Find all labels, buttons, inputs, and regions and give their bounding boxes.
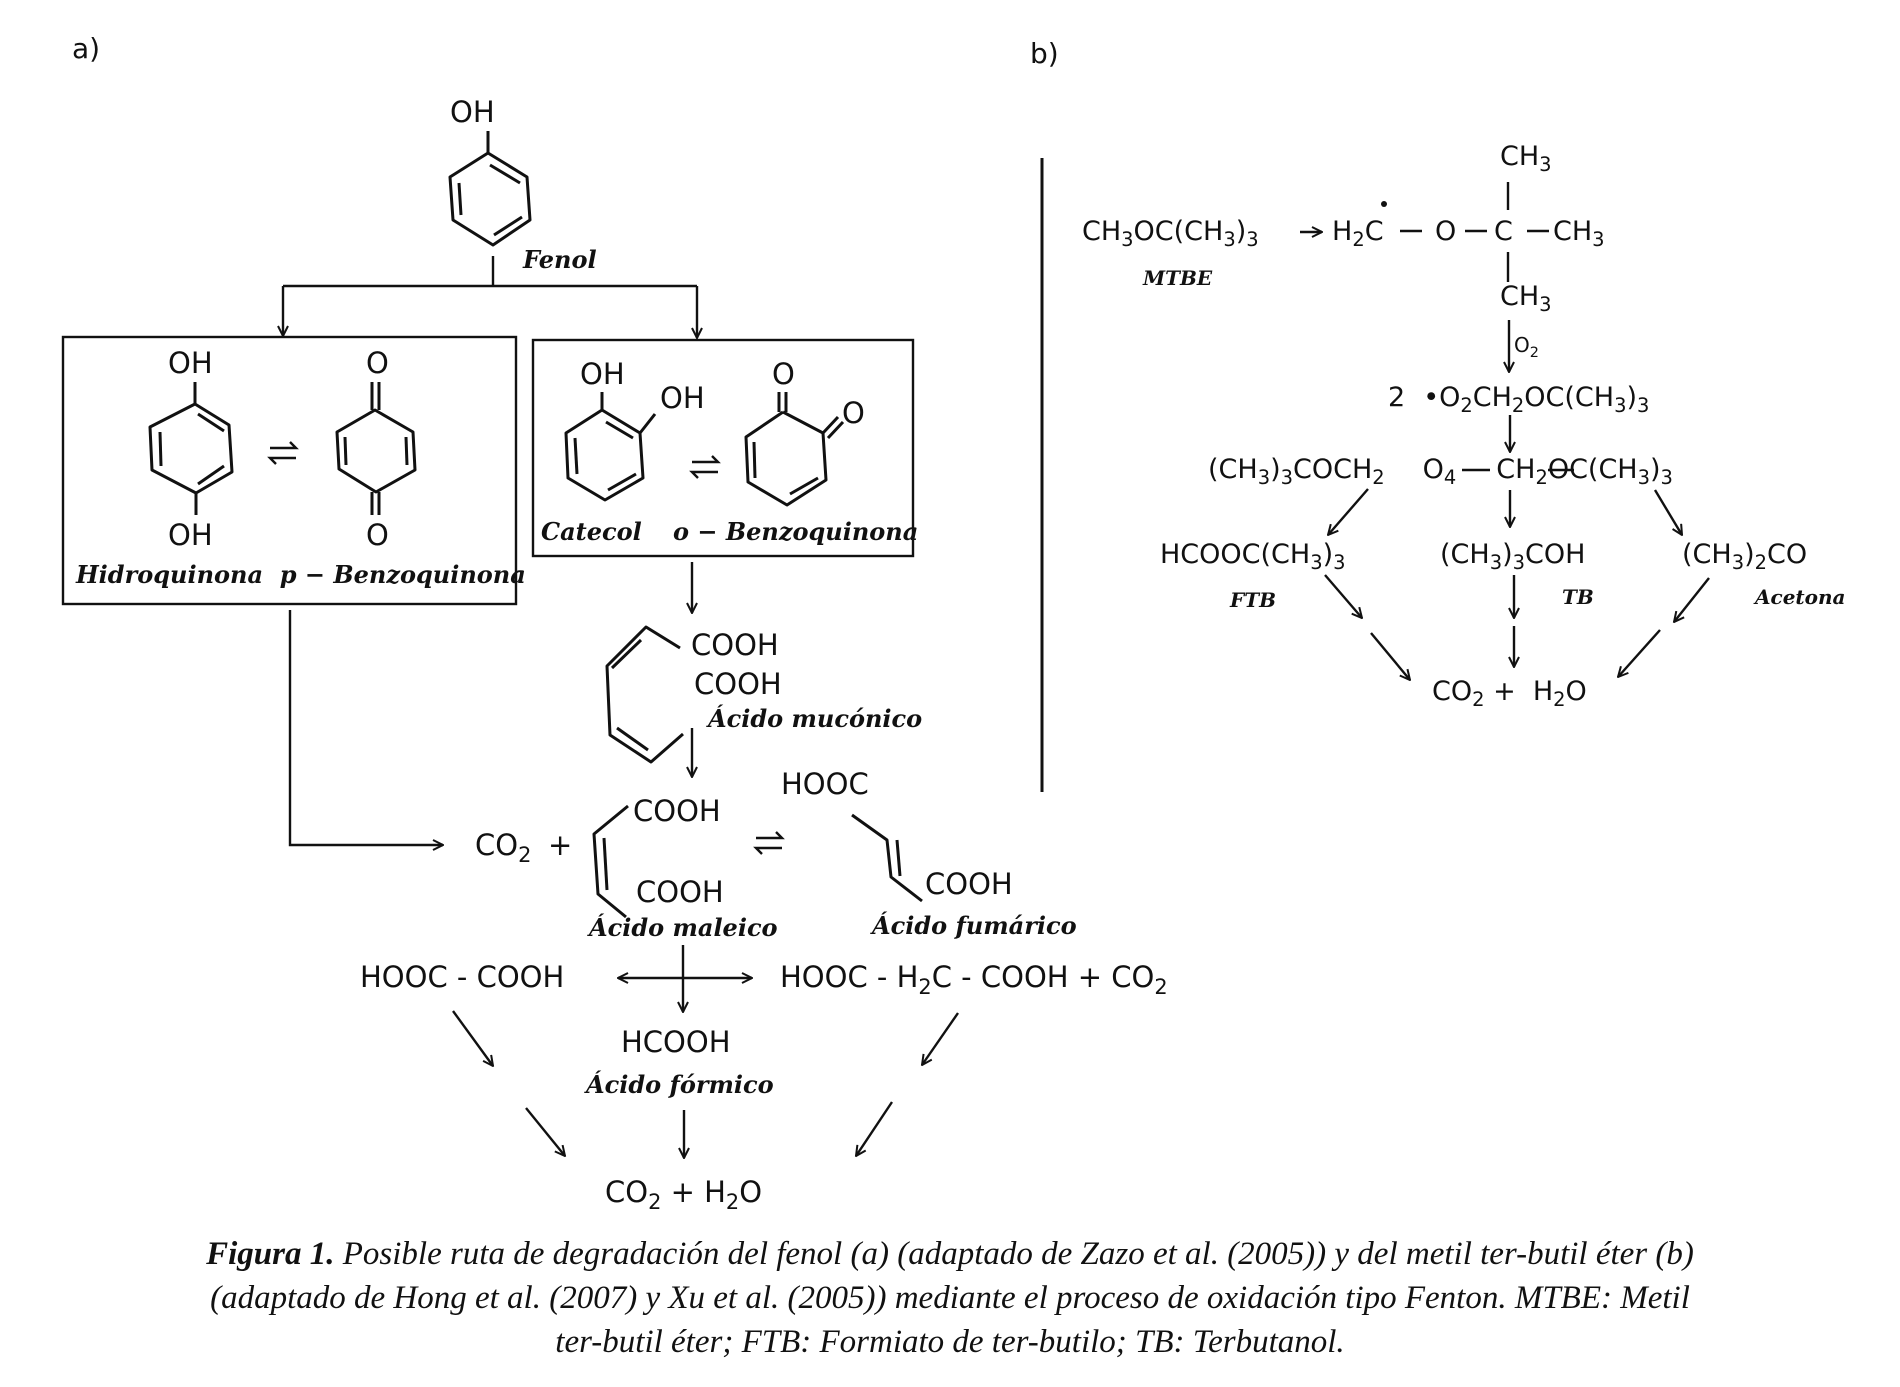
catechol-oh-2: OH <box>660 381 705 415</box>
mtbe-radical: H2C O C CH3 CH3 CH3 <box>1332 141 1605 316</box>
catechol-ring <box>564 408 645 502</box>
ftb-name: FTB <box>1229 588 1276 612</box>
obq-o-1: O <box>772 357 795 391</box>
acetone-formula: (CH3)2CO <box>1682 539 1807 574</box>
caption-line-1-text: Posible ruta de degradación del fenol (a… <box>334 1236 1694 1272</box>
maleic-name: Ácido maleico <box>587 913 778 942</box>
radical-ch3-top: CH3 <box>1500 141 1552 176</box>
obq-name: o − Benzoquinona <box>673 517 918 546</box>
fumaric-name: Ácido fumárico <box>870 911 1077 940</box>
phenol-oh: OH <box>450 95 495 129</box>
caption-line-3: ter-butil éter; FTB: Formiato de ter-but… <box>555 1324 1345 1360</box>
hydroquinone-oh-top: OH <box>168 346 213 380</box>
oxalic-malonic-row: HOOC - COOH HOOC - H2C - COOH + CO2 <box>360 945 1168 1012</box>
caption-figure-number: Figura 1. <box>206 1236 335 1272</box>
hydroquinone-ring <box>148 402 234 495</box>
pbq-ring <box>335 408 417 494</box>
box-left-names: Hidroquinona p − Benzoquinona <box>75 560 526 589</box>
fumaric-hooc: HOOC <box>781 767 869 801</box>
caption-line-2: (adaptado de Hong et al. (2007) y Xu et … <box>210 1280 1690 1316</box>
panel-a-label: a) <box>72 32 100 65</box>
muconic-name: Ácido mucónico <box>706 704 922 733</box>
arrow-hydroquinone-to-maleic <box>288 610 443 845</box>
arrows-to-products <box>1328 488 1682 535</box>
catechol-oh-1: OH <box>580 357 625 391</box>
obq-ring <box>744 410 828 507</box>
ftb-formula: HCOOC(CH3)3 <box>1160 539 1346 574</box>
radical-dot <box>1381 201 1387 207</box>
plus-sign: + <box>548 828 572 862</box>
muconic-cooh-2: COOH <box>694 667 782 701</box>
maleic-cooh-bottom: COOH <box>636 875 724 909</box>
tb-name: TB <box>1562 585 1594 609</box>
catechol-name: Catecol <box>541 517 642 546</box>
maleic-row: CO2 + COOH COOH Ácido maleico HOOC COOH … <box>475 767 1077 942</box>
maleic-cooh-top: COOH <box>633 794 721 828</box>
oxalic-acid: HOOC - COOH <box>360 960 564 994</box>
pbq-o-bottom: O <box>366 518 389 552</box>
co2-product: CO2 <box>475 828 531 867</box>
converging-arrows-b <box>1324 574 1710 680</box>
box-catechol-o-benzoquinone: OH OH O O Catecol o − Benzoquinona <box>531 338 918 558</box>
box-hydroquinone-p-benzoquinone: OH OH O O Hidroquinona p − Benzoquinona <box>61 335 526 606</box>
radical-o: O <box>1435 216 1456 247</box>
mtbe-formula: CH3OC(CH3)3 <box>1082 216 1259 251</box>
radical-c: C <box>1494 216 1513 247</box>
phenol-ring <box>448 151 532 247</box>
obq-o-2: O <box>842 396 865 430</box>
phenol-structure: OH Fenol <box>448 95 597 274</box>
radical-h2c: H2C <box>1332 216 1384 251</box>
phenol-name: Fenol <box>522 245 597 274</box>
radical-ch3-bottom: CH3 <box>1500 281 1552 316</box>
phenol-branch-arrows <box>283 256 697 338</box>
final-products-b: CO2 + H2O <box>1432 676 1587 711</box>
muconic-acid: COOH COOH Ácido mucónico <box>605 625 922 764</box>
mtbe-name: MTBE <box>1142 266 1213 290</box>
peroxyl-radical: 2•O2CH2OC(CH3)3 <box>1388 382 1649 417</box>
fumaric-cooh: COOH <box>925 867 1013 901</box>
hydroquinone-oh-bottom: OH <box>168 518 213 552</box>
converging-arrows-a <box>452 1010 959 1158</box>
final-products-a: CO2 + H2O <box>605 1175 762 1214</box>
caption-line-1: Figura 1. Posible ruta de degradación de… <box>60 1232 1840 1276</box>
muconic-cooh-1: COOH <box>691 628 779 662</box>
formic-acid-name: Ácido fórmico <box>584 1070 774 1099</box>
acetone-name: Acetona <box>1753 585 1846 609</box>
figure-caption: Figura 1. Posible ruta de degradación de… <box>60 1232 1840 1364</box>
pbq-o-top: O <box>366 346 389 380</box>
panel-b-label: b) <box>1030 37 1059 70</box>
radical-ch3-right: CH3 <box>1553 216 1605 251</box>
o2-reagent: O2 <box>1514 333 1539 361</box>
tb-formula: (CH3)3COH <box>1440 539 1585 574</box>
malonic-acid: HOOC - H2C - COOH + CO2 <box>780 960 1168 999</box>
formic-acid-formula: HCOOH <box>621 1025 731 1059</box>
